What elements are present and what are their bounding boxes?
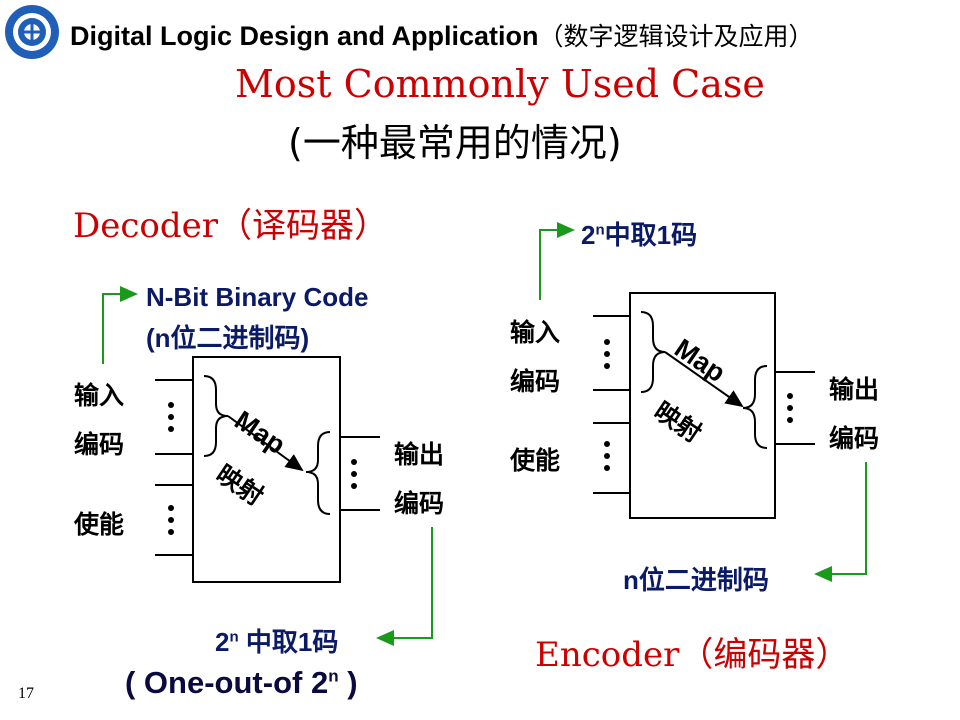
encoder-output-brace: [742, 365, 768, 449]
decoder-note-exp: n: [328, 666, 339, 686]
decoder-input-code-line2: (n位二进制码): [146, 323, 310, 353]
encoder-input-dots: [604, 339, 610, 369]
encoder-input-code-suffix: 中取1码: [604, 220, 698, 250]
decoder-note-suffix: ): [338, 665, 358, 700]
encoder-output-dots: [787, 393, 793, 423]
decoder-output-brace: [305, 431, 331, 515]
slide-subheading: (一种最常用的情况): [288, 121, 622, 165]
encoder-input-brace: [640, 311, 666, 393]
decoder-note: ( One-out-of 2n ): [125, 665, 358, 701]
header-title-en: Digital Logic Design and Application: [70, 21, 539, 51]
encoder-input-label-1: 输入: [510, 318, 561, 347]
encoder-input-code-base: 2: [581, 220, 596, 250]
header-title: Digital Logic Design and Application（数字逻…: [70, 17, 814, 53]
decoder-input-brace: [203, 375, 229, 457]
decoder-note-prefix: ( One-out-of 2: [125, 665, 329, 700]
encoder-title: Encoder（编码器）: [535, 635, 850, 675]
encoder-input-green-arrow: [539, 222, 575, 300]
decoder-enable-dots: [168, 505, 174, 535]
decoder-output-label-1: 输出: [394, 440, 445, 469]
decoder-input-label-2: 编码: [74, 430, 125, 459]
decoder-output-label-2: 编码: [394, 489, 445, 518]
slide-heading: Most Commonly Used Case: [235, 62, 765, 106]
encoder-output-label-1: 输出: [829, 375, 880, 404]
encoder-block: [629, 292, 776, 519]
encoder-map-arrow: [664, 351, 744, 408]
encoder-output-green-arrow: [814, 462, 867, 582]
decoder-output-code-exp: n: [229, 628, 239, 646]
decoder-output-code: 2n 中取1码: [215, 622, 338, 659]
decoder-input-dots: [168, 402, 174, 432]
encoder-enable-label: 使能: [510, 446, 561, 475]
decoder-block: [192, 356, 341, 583]
university-logo: [4, 4, 60, 60]
encoder-enable-dots: [604, 441, 610, 471]
header-title-cn: （数字逻辑设计及应用）: [538, 22, 814, 51]
encoder-input-code-exp: n: [595, 221, 605, 239]
encoder-output-code: n位二进制码: [623, 565, 769, 595]
decoder-output-code-suffix: 中取1码: [238, 627, 339, 657]
encoder-output-label-2: 编码: [829, 424, 880, 453]
decoder-input-green-arrow: [102, 286, 138, 364]
encoder-input-code: 2n中取1码: [581, 215, 697, 252]
decoder-input-label-1: 输入: [74, 381, 125, 410]
decoder-input-code-line1: N-Bit Binary Code: [146, 282, 369, 312]
decoder-enable-label: 使能: [74, 510, 125, 539]
decoder-output-code-base: 2: [215, 627, 230, 657]
decoder-output-green-arrow: [376, 527, 433, 646]
slide-page-number: 17: [18, 685, 34, 702]
decoder-map-arrow: [227, 415, 304, 472]
encoder-input-label-2: 编码: [510, 367, 561, 396]
decoder-title: Decoder（译码器）: [73, 206, 389, 246]
decoder-output-dots: [351, 459, 357, 489]
